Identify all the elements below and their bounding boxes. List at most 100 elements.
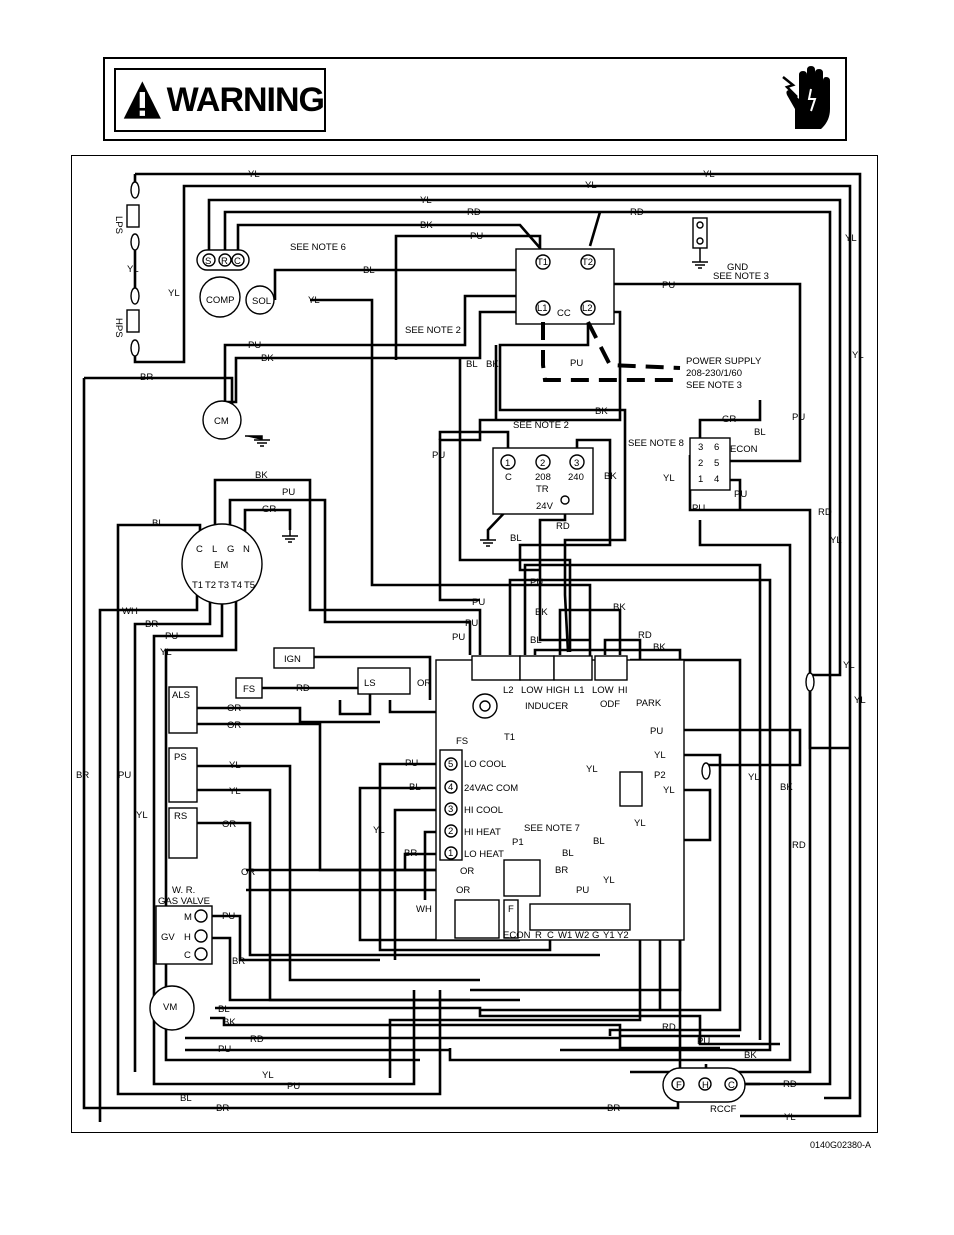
wire-rd: RD (630, 207, 644, 218)
wire-rd: RD (250, 1034, 264, 1045)
p2-label: P2 (654, 770, 666, 781)
als-box (168, 686, 198, 734)
tr-terminal-3 (569, 454, 585, 470)
board-odf: ODF (600, 699, 620, 710)
ts-c: C (547, 930, 554, 941)
warning-triangle-icon (123, 81, 161, 119)
em-t2: T2 (205, 580, 216, 591)
cc-terminal-t2 (580, 254, 596, 270)
em-t3: T3 (218, 580, 229, 591)
drawing-number: 0140G02380-A (810, 1140, 872, 1150)
wire-bk: BK (261, 353, 274, 364)
lps-label: LPS (113, 216, 124, 234)
wire-pu: PU (650, 726, 663, 737)
input-num-3: 3 (448, 804, 453, 815)
wire-gr: GR (722, 414, 736, 425)
ts-y2: Y2 (617, 930, 629, 941)
tr-terminal-1 (500, 454, 516, 470)
wire-yl: YL (420, 195, 432, 206)
wire-or: OR (417, 678, 431, 689)
wire-bl: BL (218, 1004, 230, 1015)
wire-br: BR (607, 1103, 620, 1114)
gv-terminal-m (194, 909, 208, 923)
wire-yl: YL (248, 169, 260, 180)
board-t1-label: T1 (504, 732, 515, 743)
wire-rd: RD (818, 507, 832, 518)
em-t4: T4 (231, 580, 242, 591)
econ-3: 3 (698, 442, 703, 453)
board-park: PARK (636, 698, 662, 709)
wire-pu: PU (465, 618, 478, 629)
wire-yl: YL (854, 695, 866, 706)
wire-bk: BK (604, 471, 617, 482)
input-lo-heat: LO HEAT (464, 849, 504, 860)
note-2b: SEE NOTE 2 (513, 420, 569, 431)
econ-4: 4 (714, 474, 719, 485)
wire-rd: RD (296, 683, 310, 694)
fs-label: FS (243, 684, 255, 695)
warning-text: WARNING (166, 80, 325, 119)
input-hi-heat: HI HEAT (464, 827, 501, 838)
wire-or: OR (460, 866, 474, 877)
comp-terminal-r (218, 253, 232, 267)
wire-yl: YL (308, 295, 320, 306)
cc-t2: T2 (582, 257, 593, 268)
tr-240: 240 (568, 472, 584, 483)
connector (130, 181, 140, 199)
compressor (199, 276, 241, 318)
board-connector-l1 (553, 655, 593, 681)
board-hi: HI (618, 685, 628, 696)
board-low1: LOW (521, 685, 543, 696)
board-input-1 (444, 846, 458, 860)
comp-terminal-c (231, 253, 245, 267)
ps-label: PS (174, 752, 187, 763)
ts-r: R (535, 930, 542, 941)
wire-yl: YL (262, 1070, 274, 1081)
wire-pu: PU (405, 758, 418, 769)
wire-br: BR (76, 770, 89, 781)
board-input-3 (444, 802, 458, 816)
comp-s-label: S (205, 256, 211, 267)
gv-m: M (184, 912, 192, 923)
econ-1: 1 (698, 474, 703, 485)
rccf-c: C (728, 1080, 735, 1091)
wire-rd: RD (467, 207, 481, 218)
comp-label: COMP (206, 295, 235, 306)
ts-w2: W2 (575, 930, 589, 941)
board-connector-odf (594, 655, 628, 681)
ts-y1: Y1 (603, 930, 615, 941)
gv-c: C (184, 950, 191, 961)
gv-h: H (184, 932, 191, 943)
power-rating-label: 208-230/1/60 (686, 368, 742, 379)
wire-bl: BL (593, 836, 605, 847)
note-2a: SEE NOTE 2 (405, 325, 461, 336)
wire-pu: PU (792, 412, 805, 423)
sol-label: SOL (252, 296, 271, 307)
wire-rd: RD (556, 521, 570, 532)
wire-yl: YL (585, 180, 597, 191)
input-num-5: 5 (448, 759, 453, 770)
board-f-label: F (508, 904, 514, 915)
input-hi-cool: HI COOL (464, 805, 503, 816)
em-g: G (227, 544, 234, 555)
wire-yl: YL (663, 785, 675, 796)
em-t1: T1 (192, 580, 203, 591)
wire-yl: YL (703, 169, 715, 180)
connector (701, 762, 711, 780)
gv-label: GV (161, 932, 175, 943)
ground-screw (696, 221, 704, 229)
wire-pu: PU (282, 487, 295, 498)
wire-or: OR (227, 720, 241, 731)
fs-board-label: FS (456, 736, 468, 747)
wire-yl: YL (634, 818, 646, 829)
wire-pu: PU (472, 597, 485, 608)
rs-box (168, 807, 198, 859)
rccf-f: F (676, 1080, 682, 1091)
tr-label: TR (536, 484, 549, 495)
gas-valve-line2: GAS VALVE (158, 896, 210, 907)
wire-pu: PU (530, 577, 543, 588)
wire-pu: PU (692, 503, 705, 514)
wire-bk: BK (780, 782, 793, 793)
wire-bk: BK (653, 642, 666, 653)
em-c: C (196, 544, 203, 555)
